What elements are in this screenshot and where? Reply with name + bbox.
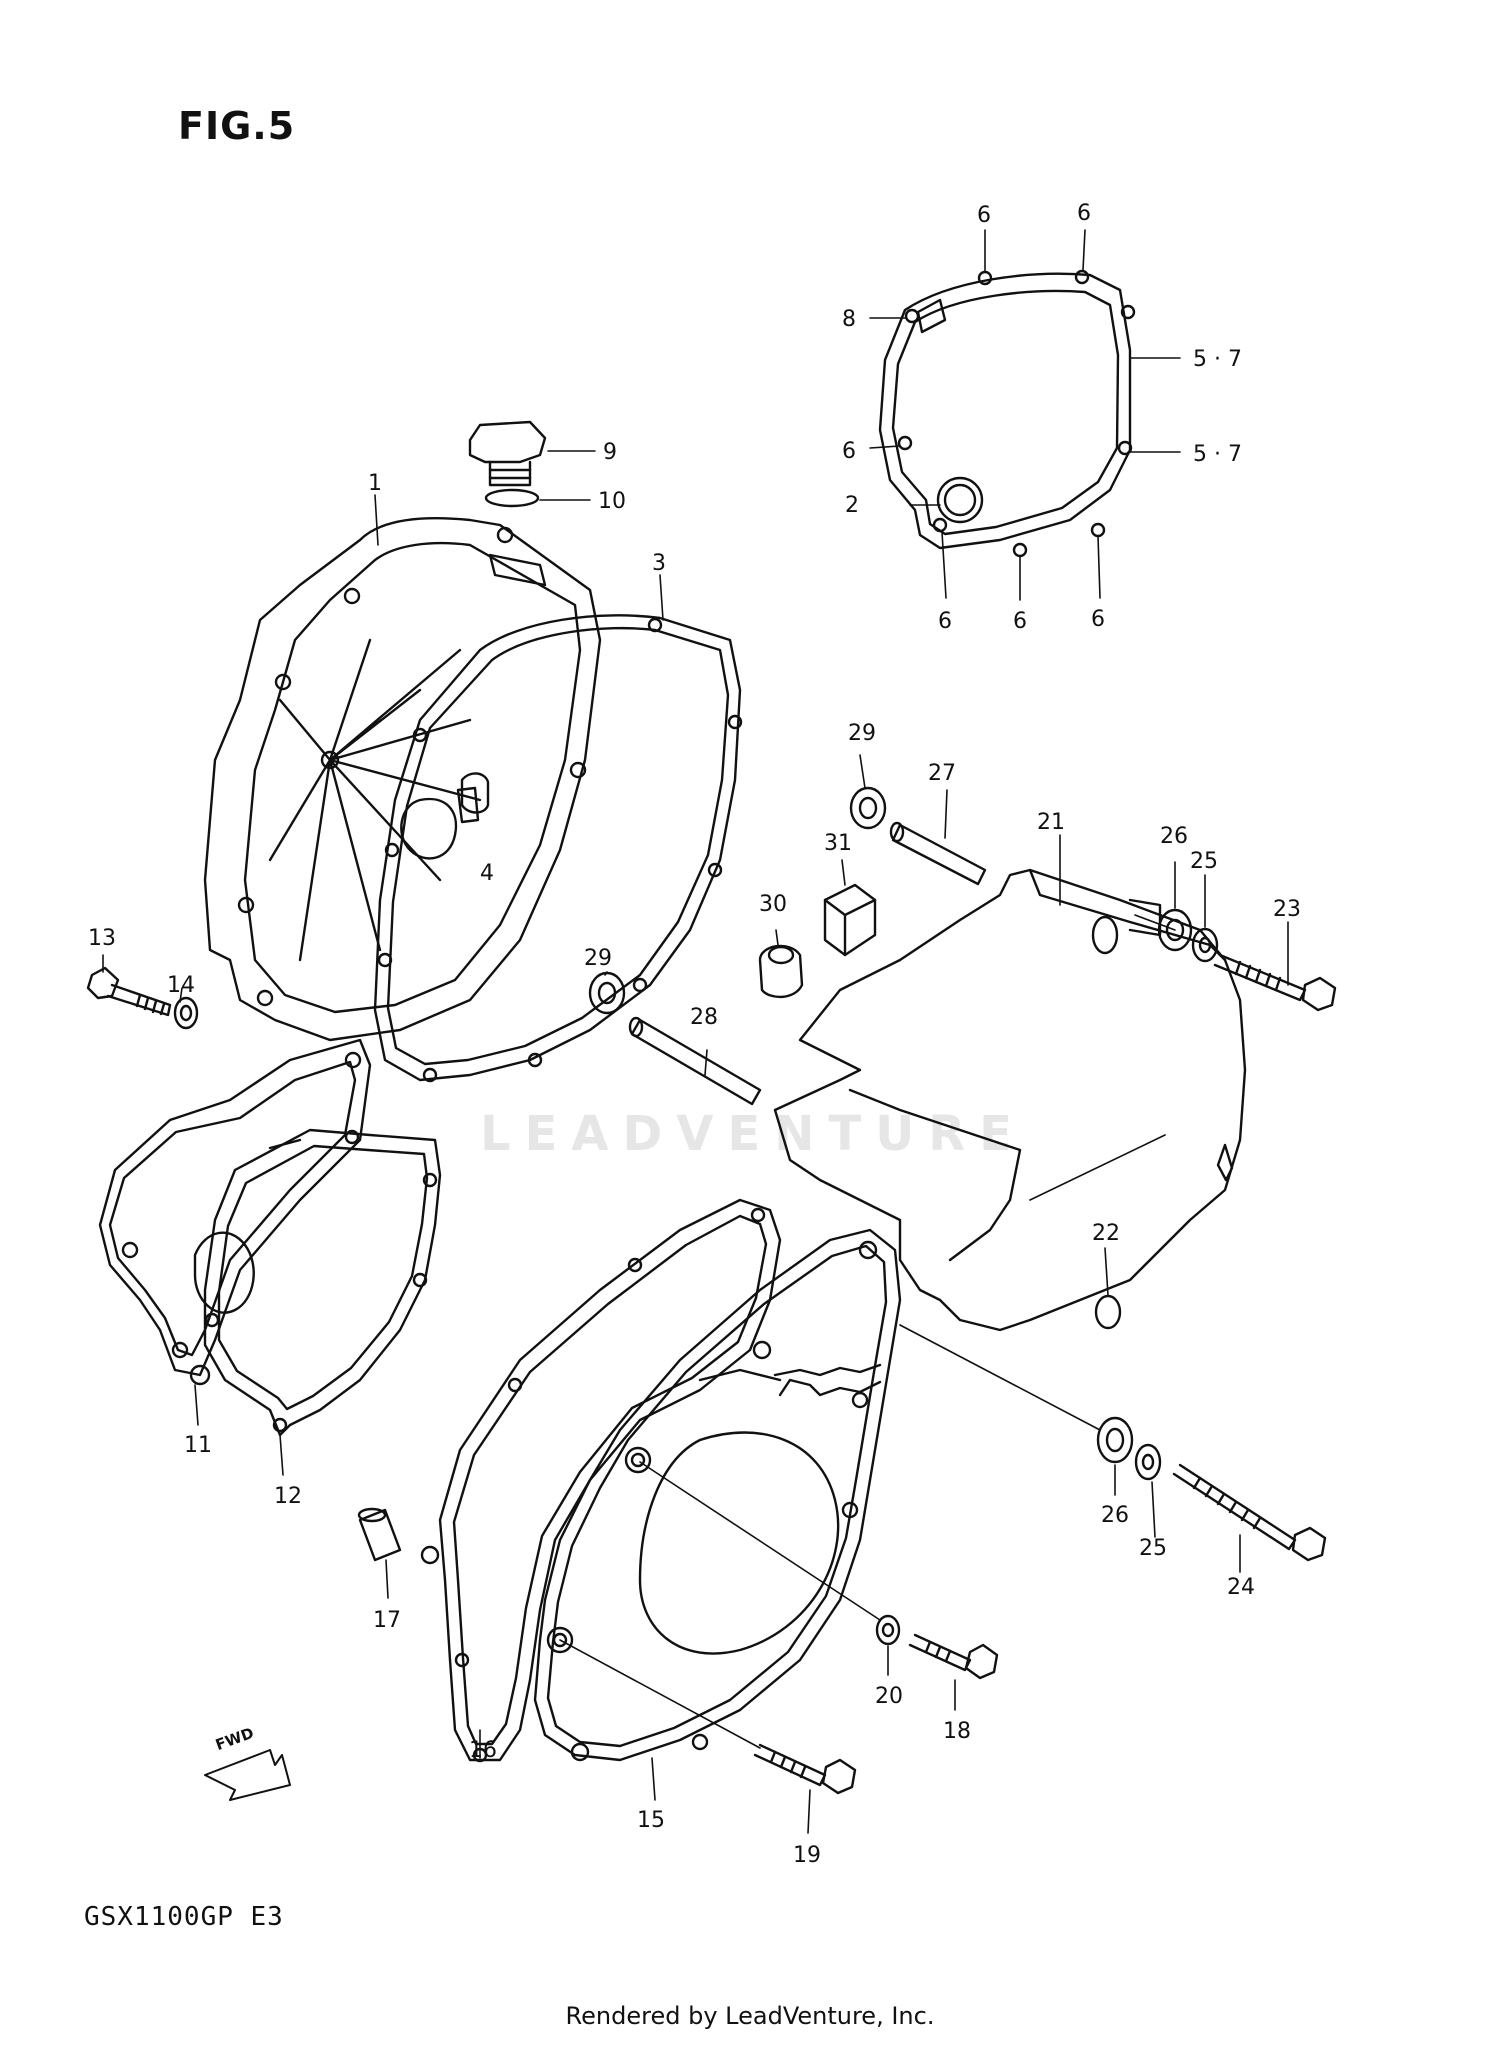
o-ring-part-10 <box>484 488 540 508</box>
callout-12: 12 <box>274 1484 302 1509</box>
callout-29-lower: 29 <box>584 946 612 971</box>
figure-title: FIG.5 <box>178 104 296 148</box>
bolt-part-23 <box>1213 953 1337 1012</box>
bolt-part-24 <box>1172 1463 1327 1562</box>
callout-19: 19 <box>793 1843 821 1868</box>
callout-28: 28 <box>690 1005 718 1030</box>
washer-part-20 <box>875 1614 901 1646</box>
callout-6-bottom-right: 6 <box>1091 607 1105 632</box>
clutch-cover-part-1 <box>203 517 602 1042</box>
model-code: GSX1100GP E3 <box>84 1902 284 1932</box>
gasket-part-16 <box>438 1198 782 1762</box>
callout-14: 14 <box>167 973 195 998</box>
callout-6-top-left: 6 <box>977 203 991 228</box>
callout-2: 2 <box>845 493 859 518</box>
leader-lines <box>102 229 1289 1834</box>
callout-26-lower: 26 <box>1101 1503 1129 1528</box>
callout-5-7-lower: 5 · 7 <box>1193 442 1242 467</box>
dowel-part-17 <box>357 1507 402 1562</box>
grommet-part-29-lower <box>588 971 626 1015</box>
sprocket-cover-part-21 <box>773 868 1247 1332</box>
callout-11: 11 <box>184 1433 212 1458</box>
callout-26-upper: 26 <box>1160 824 1188 849</box>
callout-21: 21 <box>1037 810 1065 835</box>
bolt-part-13 <box>86 966 172 1017</box>
callout-31: 31 <box>824 831 852 856</box>
pin-part-28 <box>628 1016 762 1106</box>
cap-part-22 <box>1094 1294 1122 1330</box>
oil-filler-cap-part-9 <box>468 420 547 487</box>
gasket-part-12 <box>203 1128 442 1437</box>
callout-15: 15 <box>637 1808 665 1833</box>
callout-30: 30 <box>759 892 787 917</box>
watermark: LEADVENTURE <box>480 1106 1026 1162</box>
bolt-part-19 <box>753 1743 857 1795</box>
damper-part-30 <box>758 944 804 999</box>
callout-27: 27 <box>928 761 956 786</box>
callout-5-7-upper: 5 · 7 <box>1193 347 1242 372</box>
callout-6-top-right: 6 <box>1077 201 1091 226</box>
grommet-part-26-lower <box>1096 1416 1134 1464</box>
callout-10: 10 <box>598 489 626 514</box>
callout-25-lower: 25 <box>1139 1536 1167 1561</box>
callout-6-left: 6 <box>842 439 856 464</box>
render-credit: Rendered by LeadVenture, Inc. <box>565 2002 935 2030</box>
grommet-part-29-upper <box>849 786 887 830</box>
callout-1: 1 <box>368 471 382 496</box>
callout-29-upper: 29 <box>848 721 876 746</box>
callout-13: 13 <box>88 926 116 951</box>
callout-17: 17 <box>373 1608 401 1633</box>
grommet-part-26-upper <box>1157 908 1193 952</box>
callout-4: 4 <box>480 861 494 886</box>
starter-cover-part-15 <box>533 1228 902 1762</box>
callout-22: 22 <box>1092 1221 1120 1246</box>
callout-18: 18 <box>943 1719 971 1744</box>
fwd-arrow <box>204 1749 291 1801</box>
callout-23: 23 <box>1273 897 1301 922</box>
bolt-part-18 <box>908 1633 999 1680</box>
callout-25-upper: 25 <box>1190 849 1218 874</box>
callout-9: 9 <box>603 440 617 465</box>
washer-part-25-lower <box>1134 1443 1162 1481</box>
callout-24: 24 <box>1227 1575 1255 1600</box>
washer-part-25-upper <box>1191 927 1219 963</box>
callout-numbers: 1 2 3 4 5 · 7 5 · 7 6 6 6 6 6 6 8 9 10 1… <box>88 201 1301 1868</box>
washer-part-14 <box>173 996 199 1030</box>
callout-3: 3 <box>652 551 666 576</box>
outer-clutch-cover-part-2 <box>878 269 1136 558</box>
callout-16: 16 <box>469 1738 497 1763</box>
callout-8: 8 <box>842 307 856 332</box>
callout-20: 20 <box>875 1684 903 1709</box>
pin-part-27 <box>889 821 987 886</box>
alignment-lines <box>559 914 1176 1749</box>
block-part-31 <box>823 883 877 957</box>
callout-6-bottom-center: 6 <box>1013 609 1027 634</box>
gasket-part-3 <box>373 614 742 1082</box>
callout-6-bottom-left: 6 <box>938 609 952 634</box>
